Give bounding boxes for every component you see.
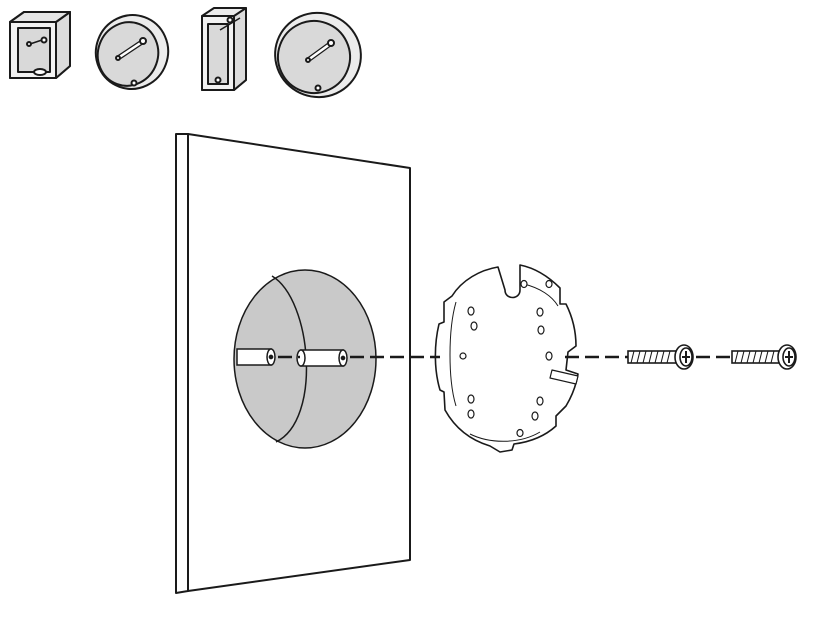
round-backbox-large-icon xyxy=(274,11,362,99)
square-backbox-icon xyxy=(9,11,71,79)
screw-1 xyxy=(627,344,694,370)
plate-holes xyxy=(459,279,553,438)
mounting-plate xyxy=(434,264,579,453)
plate-tab xyxy=(549,369,579,385)
recessed-round-box xyxy=(233,269,377,449)
screw-2 xyxy=(731,344,797,370)
standoff-pin-left xyxy=(236,348,276,366)
rectangular-backbox-icon xyxy=(201,7,247,91)
standoff-pin-right xyxy=(296,349,348,367)
round-backbox-small-icon xyxy=(94,14,170,90)
